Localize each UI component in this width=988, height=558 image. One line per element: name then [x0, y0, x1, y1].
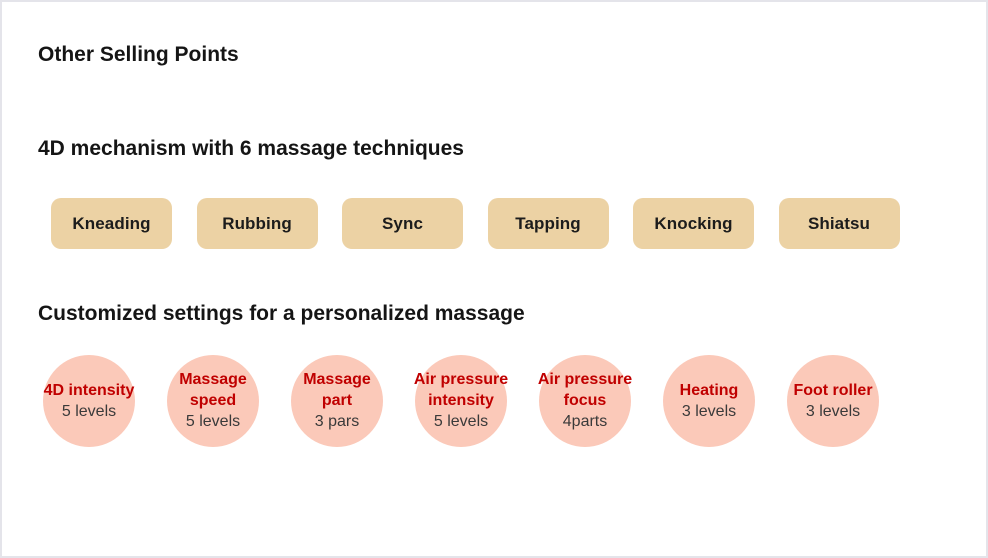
technique-chip-label: Sync: [381, 213, 424, 233]
setting-circle: [291, 355, 383, 447]
setting-4d-intensity: 4D intensity 5 levels: [27, 355, 151, 447]
setting-text: Massage speed 5 levels: [151, 355, 275, 447]
setting-text: Massage part 3 pars: [275, 355, 399, 447]
techniques-row: Kneading Rubbing Sync Tapping Knocking S…: [51, 198, 900, 249]
technique-chip-label: Rubbing: [222, 213, 292, 233]
technique-chip-label: Shiatsu: [807, 213, 871, 233]
setting-text: Air pressure intensity 5 levels: [399, 355, 523, 447]
setting-value: 4parts: [562, 413, 608, 430]
setting-value: 3 levels: [805, 402, 861, 420]
settings-section-heading: Customized settings for a personalized m…: [38, 302, 525, 325]
setting-circle: [167, 355, 259, 447]
setting-circle: [663, 355, 755, 447]
technique-chip-label: Knocking: [654, 213, 733, 233]
technique-chip-label: Kneading: [72, 213, 151, 233]
setting-title: Massage speed: [179, 371, 247, 409]
setting-value: 3 pars: [314, 413, 360, 430]
setting-air-pressure-focus: Air pressure focus 4parts: [523, 355, 647, 447]
technique-chip-kneading: Kneading: [51, 198, 172, 249]
setting-title: Foot roller: [793, 381, 873, 399]
setting-massage-part: Massage part 3 pars: [275, 355, 399, 447]
setting-air-pressure-intensity: Air pressure intensity 5 levels: [399, 355, 523, 447]
page-title: Other Selling Points: [38, 43, 239, 66]
technique-chip-knocking: Knocking: [633, 198, 754, 249]
setting-circle: [539, 355, 631, 447]
technique-chip-shiatsu: Shiatsu: [778, 198, 900, 249]
setting-heating: Heating 3 levels: [647, 355, 771, 447]
setting-title: Heating: [679, 381, 739, 399]
settings-row: 4D intensity 5 levels Massage speed 5 le…: [27, 355, 895, 447]
setting-value: 5 levels: [185, 413, 241, 430]
setting-massage-speed: Massage speed 5 levels: [151, 355, 275, 447]
setting-title: 4D intensity: [43, 381, 135, 399]
technique-chip-rubbing: Rubbing: [196, 198, 318, 249]
setting-foot-roller: Foot roller 3 levels: [771, 355, 895, 447]
setting-text: Heating 3 levels: [647, 355, 771, 447]
technique-chip-sync: Sync: [342, 198, 463, 249]
setting-value: 5 levels: [433, 413, 489, 430]
setting-value: 3 levels: [681, 402, 737, 420]
setting-title: Massage part: [303, 371, 371, 409]
technique-chip-label: Tapping: [515, 213, 581, 233]
setting-value: 5 levels: [61, 402, 117, 420]
setting-text: Air pressure focus 4parts: [523, 355, 647, 447]
setting-circle: [43, 355, 135, 447]
technique-chip-tapping: Tapping: [487, 198, 609, 249]
setting-circle: [787, 355, 879, 447]
setting-text: 4D intensity 5 levels: [27, 355, 151, 447]
techniques-section-heading: 4D mechanism with 6 massage techniques: [38, 137, 464, 160]
setting-title: Air pressure focus: [537, 371, 633, 409]
setting-circle: [415, 355, 507, 447]
setting-title: Air pressure intensity: [413, 371, 509, 409]
setting-text: Foot roller 3 levels: [771, 355, 895, 447]
